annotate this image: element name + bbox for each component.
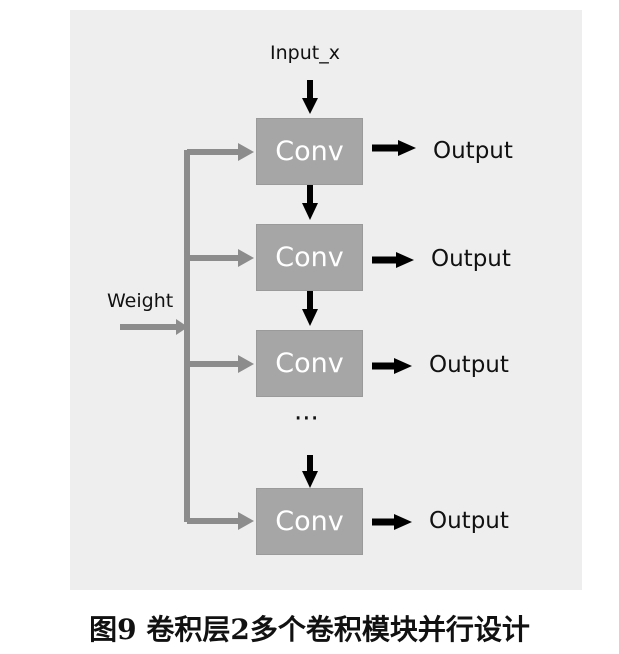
output-arrow-2 <box>372 252 414 268</box>
chain-arrow-3 <box>302 455 318 488</box>
output-label-3: Output <box>429 352 509 378</box>
conv-block-2: Conv <box>256 224 363 291</box>
weight-input-arrow <box>120 319 188 335</box>
weight-branch-arrow-3 <box>187 355 254 373</box>
conv-block-4: Conv <box>256 488 363 555</box>
output-arrow-4 <box>372 514 412 530</box>
input-label: Input_x <box>270 42 340 64</box>
output-label-4: Output <box>429 508 509 534</box>
weight-branch-arrow-1 <box>187 143 254 161</box>
output-arrow-1 <box>372 140 416 156</box>
chain-arrow-2 <box>302 291 318 326</box>
figure-caption: 图9 卷积层2多个卷积模块并行设计 <box>89 613 530 646</box>
conv-block-1: Conv <box>256 118 363 185</box>
output-label-2: Output <box>431 246 511 272</box>
ellipsis: ··· <box>294 404 319 434</box>
chain-arrow-1 <box>302 185 318 220</box>
weight-label: Weight <box>107 290 174 312</box>
weight-branch-arrow-2 <box>187 249 254 267</box>
input-arrow <box>302 80 318 114</box>
weight-branch-arrow-4 <box>187 512 254 530</box>
output-label-1: Output <box>433 138 513 164</box>
output-arrow-3 <box>372 358 412 374</box>
conv-block-3: Conv <box>256 330 363 397</box>
